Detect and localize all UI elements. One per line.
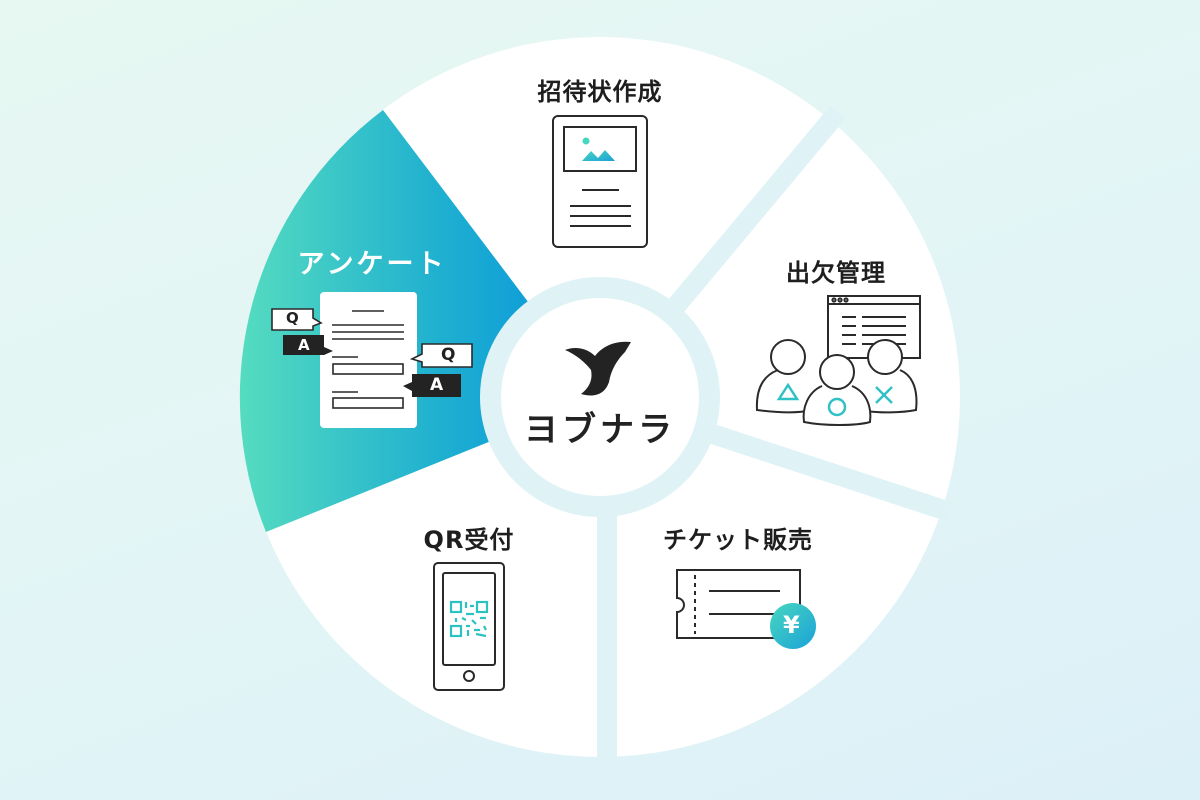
segment-label-survey: アンケート (297, 249, 447, 280)
segment-label-attendance: 出欠管理 (786, 259, 886, 287)
ticket-yen-icon (676, 569, 816, 649)
segment-label-invitation: 招待状作成 (537, 78, 663, 106)
invitation-card-icon (552, 115, 648, 248)
survey-q-left: Q (286, 309, 299, 327)
survey-a-left: A (298, 336, 310, 354)
attendance-people-icon (755, 295, 921, 426)
survey-a-right: A (430, 375, 444, 395)
segment-label-qr: QR受付 (423, 526, 515, 554)
smartphone-qr-icon (433, 562, 505, 691)
segment-label-ticket: チケット販売 (663, 526, 813, 554)
bird-logo-icon (565, 341, 631, 396)
survey-q-right: Q (441, 345, 456, 365)
brand-name: ヨブナラ (524, 410, 676, 450)
yen-icon: ¥ (783, 611, 800, 639)
center-disc (501, 298, 699, 496)
survey-qa-icon (271, 292, 473, 428)
